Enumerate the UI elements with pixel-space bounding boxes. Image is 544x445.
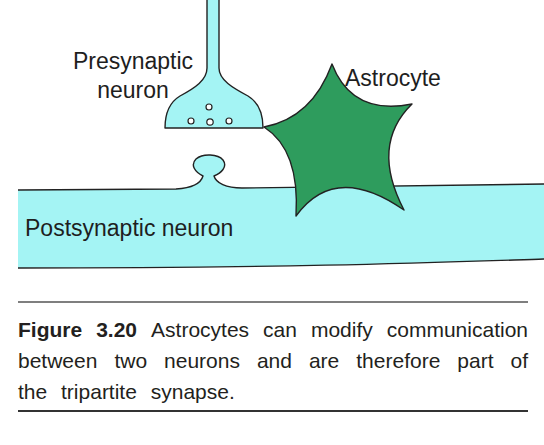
postsynaptic-fill [18,155,544,268]
caption-paragraph: Figure 3.20Astrocytes can modify communi… [18,314,528,407]
node-label: Presynaptic neuron [63,47,203,105]
postsynaptic-dendrite: Postsynaptic neuron [0,150,544,275]
caption-rule [18,410,528,412]
postsynaptic-membrane [18,259,544,268]
caption-rule [18,301,528,303]
presynaptic-terminal: Presynaptic neuron [60,0,275,135]
astrocyte-cell: Astrocyte [255,50,455,225]
node-label: Astrocyte [345,64,455,93]
node-label: Postsynaptic neuron [25,214,285,243]
node-shape [0,150,544,275]
postsynaptic-membrane [18,155,544,190]
figure-number: Figure 3.20 [18,318,137,341]
